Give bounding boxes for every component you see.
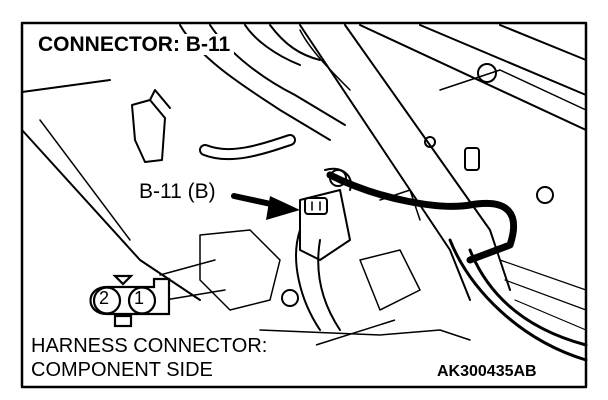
pin-number: 1: [134, 288, 145, 308]
caption-line-1: HARNESS CONNECTOR:: [31, 335, 268, 357]
connector-title: CONNECTOR: B-11: [36, 34, 235, 55]
connector-symbol: [89, 274, 171, 328]
connector-b11-body: [299, 189, 351, 261]
connector-callout-label: B-11 (B): [139, 180, 216, 203]
caption-leader-line: [315, 319, 396, 346]
callout-arrow-head: [266, 196, 300, 220]
figure-frame: [20, 21, 588, 389]
body-panel-lines: [21, 79, 201, 301]
strut-left-edge: [299, 24, 471, 301]
strut-right-edge: [344, 24, 511, 291]
figure-code: AK300435AB: [437, 363, 537, 380]
bracket-clip: [131, 99, 166, 163]
bolt-right: [536, 186, 554, 204]
pin-number: 2: [99, 288, 110, 308]
bolt-top-right: [477, 63, 497, 83]
caption-line-2: COMPONENT SIDE: [31, 359, 213, 381]
wiring-harness: [326, 171, 518, 264]
